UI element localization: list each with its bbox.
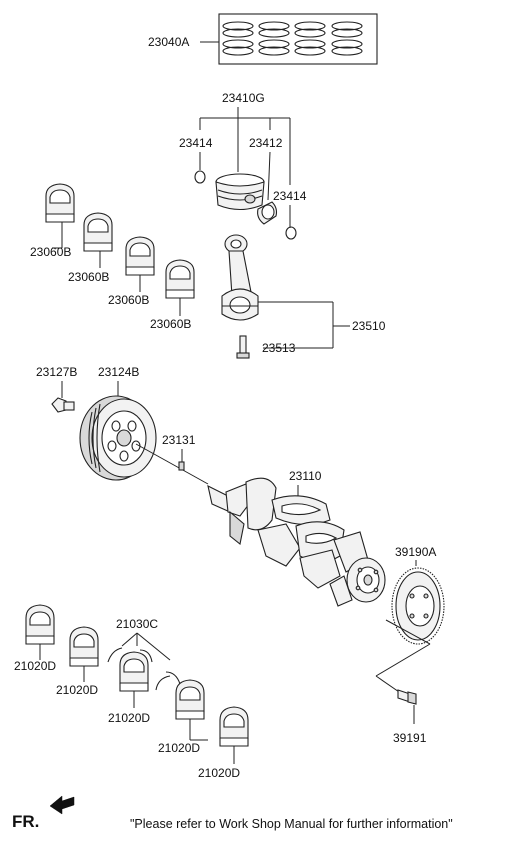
label-23412[interactable]: 23412 — [249, 136, 283, 150]
connecting-rod[interactable] — [221, 234, 259, 321]
snap-ring-right[interactable] — [285, 226, 297, 240]
rod-bearing-3[interactable] — [125, 236, 155, 276]
label-23060B-2[interactable]: 23060B — [68, 270, 109, 284]
thrust-bearing-1[interactable] — [107, 647, 123, 663]
drive-plate[interactable] — [391, 567, 445, 645]
rod-bearing-1[interactable] — [45, 183, 75, 223]
label-23510[interactable]: 23510 — [352, 319, 386, 333]
thrust-bearing-2[interactable] — [139, 649, 153, 663]
footer-note: "Please refer to Work Shop Manual for fu… — [130, 817, 453, 831]
crankshaft-pulley[interactable] — [79, 395, 157, 481]
label-23513[interactable]: 23513 — [262, 341, 296, 355]
label-23127B[interactable]: 23127B — [36, 365, 77, 379]
snap-ring-left[interactable] — [194, 170, 206, 184]
label-23060B-3[interactable]: 23060B — [108, 293, 149, 307]
piston[interactable] — [215, 173, 265, 211]
label-39191[interactable]: 39191 — [393, 731, 427, 745]
label-23110[interactable]: 23110 — [289, 469, 322, 483]
label-23131[interactable]: 23131 — [162, 433, 196, 447]
arrow-icon — [49, 795, 75, 815]
label-23124B[interactable]: 23124B — [98, 365, 139, 379]
label-21020D-2[interactable]: 21020D — [56, 683, 98, 697]
label-23414-left[interactable]: 23414 — [179, 136, 213, 150]
pulley-bolt[interactable] — [51, 397, 75, 413]
front-indicator: FR. — [12, 812, 40, 831]
label-23410G[interactable]: 23410G — [222, 91, 265, 105]
crankshaft[interactable] — [207, 477, 386, 607]
main-bearing-1[interactable] — [25, 604, 55, 645]
label-21020D-4[interactable]: 21020D — [158, 741, 200, 755]
piston-ring-set[interactable] — [218, 13, 378, 65]
rod-bearing-4[interactable] — [165, 259, 195, 299]
thrust-bearing-4[interactable] — [165, 671, 181, 685]
label-23060B-4[interactable]: 23060B — [150, 317, 191, 331]
label-23040A[interactable]: 23040A — [148, 35, 189, 49]
piston-pin[interactable] — [257, 201, 278, 225]
label-23060B-1[interactable]: 23060B — [30, 245, 71, 259]
rod-bearing-2[interactable] — [83, 212, 113, 252]
thrust-bearing-3[interactable] — [155, 675, 171, 691]
main-bearing-2[interactable] — [69, 626, 99, 667]
main-bearing-5[interactable] — [219, 706, 249, 747]
label-21020D-1[interactable]: 21020D — [14, 659, 56, 673]
main-bearing-4[interactable] — [175, 679, 205, 720]
rod-bolt[interactable] — [236, 335, 250, 359]
main-bearing-3[interactable] — [119, 651, 149, 692]
label-21030C[interactable]: 21030C — [116, 617, 158, 631]
label-39190A[interactable]: 39190A — [395, 545, 436, 559]
crankshaft-key[interactable] — [178, 461, 185, 471]
drive-plate-bolt[interactable] — [397, 689, 417, 705]
label-23414-right[interactable]: 23414 — [273, 189, 307, 203]
label-21020D-5[interactable]: 21020D — [198, 766, 240, 780]
label-21020D-3[interactable]: 21020D — [108, 711, 150, 725]
